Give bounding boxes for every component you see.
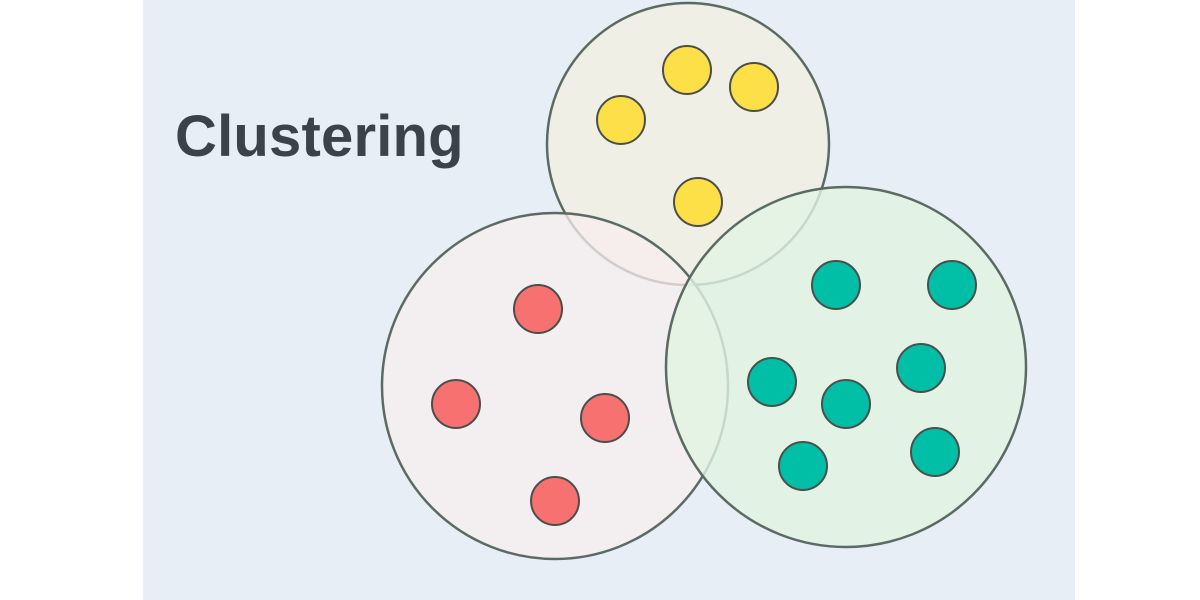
teal-point [778, 441, 828, 491]
red-point [580, 393, 630, 443]
cluster-points-yellow [596, 45, 779, 227]
cluster-points-teal [747, 260, 977, 491]
yellow-point [596, 95, 646, 145]
teal-point [910, 427, 960, 477]
teal-point [927, 260, 977, 310]
yellow-point [662, 45, 712, 95]
teal-point [821, 379, 871, 429]
red-point [513, 284, 563, 334]
diagram-title: Clustering [175, 104, 464, 169]
red-point [431, 379, 481, 429]
teal-point [811, 260, 861, 310]
yellow-point [729, 62, 779, 112]
cluster-boundary-teal [664, 185, 1028, 549]
yellow-point [673, 177, 723, 227]
teal-point [896, 343, 946, 393]
cluster-points-red [431, 284, 630, 526]
red-point [530, 476, 580, 526]
teal-point [747, 357, 797, 407]
